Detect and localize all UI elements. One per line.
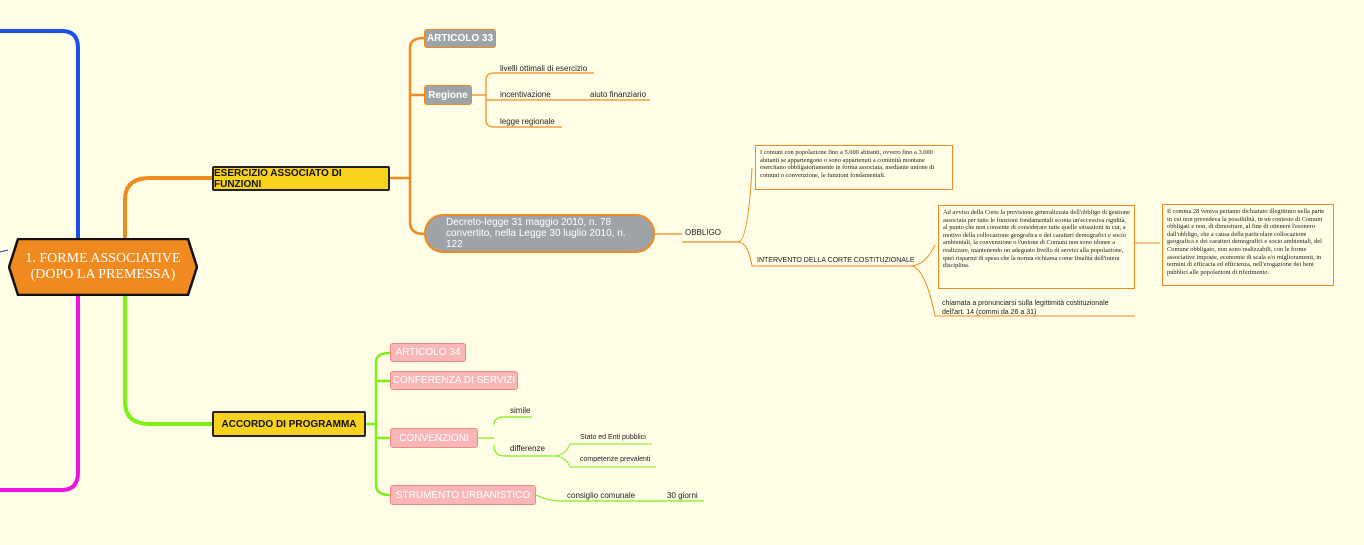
note-comma-28[interactable]: Il comma 28 veniva pertanto dichiarato i… <box>1162 204 1334 286</box>
leaf-intervento-corte[interactable]: INTERVENTO DELLA CORTE COSTITUZIONALE <box>757 257 915 264</box>
branch-line-dark <box>0 249 9 253</box>
branch-line-obbligo-split <box>737 167 910 267</box>
topic-accordo-di-programma[interactable]: ACCORDO DI PROGRAMMA <box>212 411 366 437</box>
topic-regione[interactable]: Regione <box>424 85 472 105</box>
leaf-obbligo[interactable]: OBBLIGO <box>685 228 722 237</box>
topic-articolo-34[interactable]: ARTICOLO 34 <box>390 343 466 362</box>
topic-conferenza-di-servizi[interactable]: CONFERENZA DI SERVIZI <box>390 371 518 390</box>
central-topic-shape <box>8 238 198 296</box>
leaf-chiamata-pronunciarsi[interactable]: chiamata a pronunciarsi sulla legittimit… <box>942 300 1109 316</box>
branch-line-magenta <box>0 296 80 492</box>
leaf-aiuto-finanziario[interactable]: aiuto finanziario <box>590 90 647 99</box>
leaf-differenze[interactable]: differenze <box>510 444 545 453</box>
topic-strumento-urbanistico[interactable]: STRUMENTO URBANISTICO <box>390 485 536 505</box>
leaf-30-giorni[interactable]: 30 giorni <box>667 491 698 500</box>
branch-line-accordo-children <box>366 351 391 497</box>
branch-line-blue <box>0 29 80 238</box>
leaf-legge-regionale[interactable]: legge regionale <box>500 117 555 126</box>
branch-line-convenzioni <box>478 416 552 457</box>
branch-line-esercizio <box>123 176 212 238</box>
central-topic-label: 1. FORME ASSOCIATIVE (DOPO LA PREMESSA) <box>25 251 181 282</box>
branch-line-intervento <box>909 244 1135 317</box>
topic-convenzioni[interactable]: CONVENZIONI <box>390 428 478 448</box>
topic-decreto-legge[interactable]: Decreto-legge 31 maggio 2010, n. 78 conv… <box>424 214 655 253</box>
note-avviso-corte[interactable]: Ad avviso della Corte la previsione gene… <box>938 205 1135 289</box>
leaf-incentivazione[interactable]: incentivazione <box>500 90 551 99</box>
leaf-consiglio-comunale[interactable]: consiglio comunale <box>567 491 636 500</box>
branch-line-strumento <box>535 494 704 502</box>
leaf-competenze-prevalenti[interactable]: competenze prevalenti <box>580 456 651 463</box>
branch-line-obbligo <box>655 233 738 243</box>
leaf-simile[interactable]: simile <box>510 406 531 415</box>
branch-line-differenze <box>551 443 656 468</box>
note-obbligo-comuni[interactable]: I comuni con popolazione fino a 5.000 ab… <box>755 145 953 190</box>
topic-esercizio-associato[interactable]: ESERCIZIO ASSOCIATO DI FUNZIONI <box>212 166 390 191</box>
leaf-livelli-ottimali[interactable]: livelli ottimali di esercizio <box>500 64 588 73</box>
leaf-stato-enti-pubblici[interactable]: Stato ed Enti pubblici <box>580 434 646 441</box>
topic-articolo-33[interactable]: ARTICOLO 33 <box>424 29 496 48</box>
branch-line-accordo <box>123 296 212 426</box>
branch-line-esercizio-children <box>390 36 425 236</box>
central-topic[interactable]: 1. FORME ASSOCIATIVE (DOPO LA PREMESSA) <box>8 238 198 296</box>
branch-line-regione <box>472 72 650 128</box>
